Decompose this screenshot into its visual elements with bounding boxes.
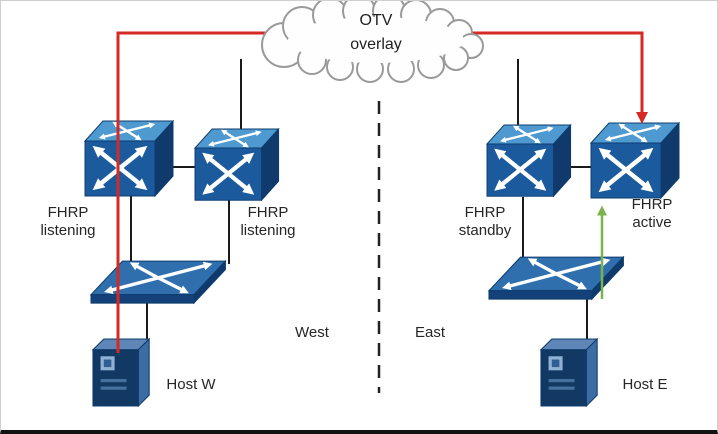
host-server-icon-west (92, 338, 150, 407)
label-region-west: West (295, 324, 330, 341)
label-host-w: Host W (166, 376, 216, 393)
diagram-labels: OTV overlay FHRP listening FHRP listenin… (40, 12, 672, 393)
label-fhrp-listening-inner-line1: FHRP (248, 204, 289, 221)
nexus-switch-icon-fhrp-standby (487, 125, 571, 196)
cloud-title: OTV (360, 12, 393, 29)
label-fhrp-standby-line2: standby (459, 222, 512, 239)
cloud-subtitle: overlay (350, 36, 402, 53)
label-fhrp-listening-outer-line1: FHRP (48, 204, 89, 221)
label-fhrp-listening-inner-line2: listening (240, 222, 295, 239)
label-fhrp-standby-line1: FHRP (465, 204, 506, 221)
label-fhrp-active-line1: FHRP (632, 196, 673, 213)
nexus-switch-icon-fhrp-active (591, 123, 679, 198)
label-fhrp-listening-outer-line2: listening (40, 222, 95, 239)
label-region-east: East (415, 324, 446, 341)
nexus-switch-icon-fhrp-listening-inner (195, 129, 279, 200)
label-fhrp-active-line2: active (632, 214, 671, 231)
label-host-e: Host E (622, 376, 667, 393)
layer2-switch-icon-west (91, 261, 225, 303)
link-lines (130, 59, 593, 345)
otv-cloud-icon (261, 1, 484, 83)
nexus-switch-icon-fhrp-listening-outer (85, 121, 173, 196)
host-server-icon-east (540, 338, 598, 407)
